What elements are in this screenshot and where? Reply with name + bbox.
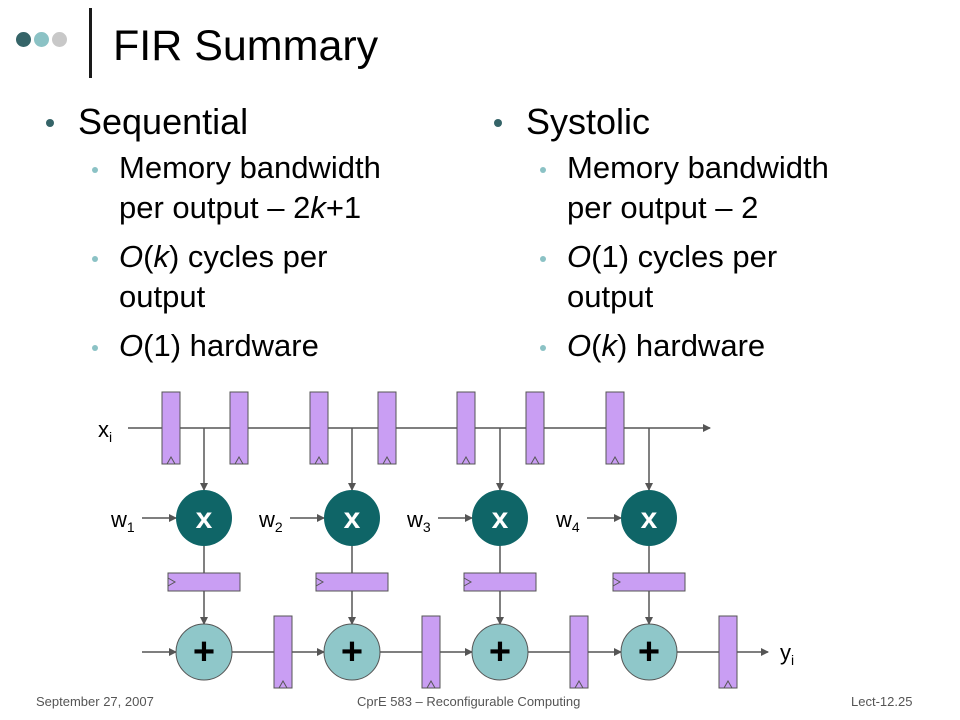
li-text: Memory bandwidth (567, 150, 829, 185)
li-text: O(k) cycles per (119, 239, 328, 274)
pipeline-register (421, 615, 441, 689)
footer-date: September 27, 2007 (36, 694, 154, 709)
li-text: O(1) cycles per (567, 239, 778, 274)
li-text: output (567, 279, 654, 314)
multiplier-node (176, 490, 232, 546)
pipeline-register (456, 391, 476, 465)
clock-mark (530, 455, 540, 465)
multiplier-symbol: x (641, 502, 658, 535)
pipeline-register (612, 572, 686, 592)
clock-mark (166, 455, 176, 465)
li-text: Memory bandwidth (119, 150, 381, 185)
multiplier-node (324, 490, 380, 546)
adder-node (620, 623, 678, 681)
output-label: yi (780, 640, 794, 668)
bullet-item: O(1) hardware (40, 326, 460, 366)
adder-node (471, 623, 529, 681)
pipeline-register (273, 615, 293, 689)
adder-node (323, 623, 381, 681)
clock-mark (315, 577, 325, 587)
clock-mark (278, 679, 288, 689)
pipeline-register (229, 391, 249, 465)
systolic-fir-diagram: x w1 + x w2 + x w3 + x w4 + xi yi (98, 391, 794, 689)
bullet-item: O(k) cycles per output (40, 237, 460, 317)
output-subscript: i (791, 652, 794, 668)
adder-symbol: + (341, 631, 363, 673)
clock-mark (426, 679, 436, 689)
weight-subscript: 1 (127, 519, 135, 535)
adder-node (175, 623, 233, 681)
left-heading: Sequential (40, 100, 460, 144)
bullet-item: O(1) cycles per output (488, 237, 908, 317)
decoration-dot (34, 32, 49, 47)
clock-mark (463, 577, 473, 587)
clock-mark (314, 455, 324, 465)
pipeline-register (309, 391, 329, 465)
multiplier-symbol: x (344, 502, 361, 535)
adder-symbol: + (638, 631, 660, 673)
adder-symbol: + (489, 631, 511, 673)
clock-mark (723, 679, 733, 689)
bullet-item: Memory bandwidth per output – 2k+1 (40, 148, 460, 228)
footer-course: CprE 583 – Reconfigurable Computing (357, 694, 581, 709)
clock-mark (612, 577, 622, 587)
weight-label: w3 (406, 507, 431, 535)
li-text: O(1) hardware (119, 328, 319, 363)
adder-symbol: + (193, 631, 215, 673)
weight-label: w1 (110, 507, 135, 535)
multiplier-node (621, 490, 677, 546)
pipeline-register (161, 391, 181, 465)
pipeline-register (569, 615, 589, 689)
li-text: O(k) hardware (567, 328, 766, 363)
pipeline-register (377, 391, 397, 465)
slide-title: FIR Summary (113, 22, 379, 70)
right-column: Systolic Memory bandwidth per output – 2… (488, 100, 908, 375)
multiplier-node (472, 490, 528, 546)
clock-mark (382, 455, 392, 465)
right-heading: Systolic (488, 100, 908, 144)
pipeline-register (315, 572, 389, 592)
li-text: per output – 2k+1 (119, 190, 362, 225)
clock-mark (610, 455, 620, 465)
clock-mark (461, 455, 471, 465)
title-divider (89, 8, 92, 78)
clock-mark (167, 577, 177, 587)
weight-subscript: 3 (423, 519, 431, 535)
input-label: xi (98, 417, 112, 445)
weight-subscript: 4 (572, 519, 580, 535)
pipeline-register (167, 572, 241, 592)
multiplier-symbol: x (492, 502, 509, 535)
input-subscript: i (109, 429, 112, 445)
li-text: per output – 2 (567, 190, 759, 225)
decoration-dot (16, 32, 31, 47)
pipeline-register (605, 391, 625, 465)
weight-subscript: 2 (275, 519, 283, 535)
title-decoration-dots (16, 32, 67, 47)
weight-label: w4 (555, 507, 580, 535)
li-text: output (119, 279, 206, 314)
pipeline-register (463, 572, 537, 592)
decoration-dot (52, 32, 67, 47)
pipeline-register (525, 391, 545, 465)
clock-mark (574, 679, 584, 689)
multiplier-symbol: x (196, 502, 213, 535)
bullet-item: O(k) hardware (488, 326, 908, 366)
weight-label: w2 (258, 507, 283, 535)
footer-page-number: Lect-12.25 (851, 694, 913, 709)
pipeline-register (718, 615, 738, 689)
left-column: Sequential Memory bandwidth per output –… (40, 100, 460, 375)
clock-mark (234, 455, 244, 465)
left-bullet-list: Memory bandwidth per output – 2k+1 O(k) … (40, 148, 460, 366)
bullet-item: Memory bandwidth per output – 2 (488, 148, 908, 228)
right-bullet-list: Memory bandwidth per output – 2 O(1) cyc… (488, 148, 908, 366)
